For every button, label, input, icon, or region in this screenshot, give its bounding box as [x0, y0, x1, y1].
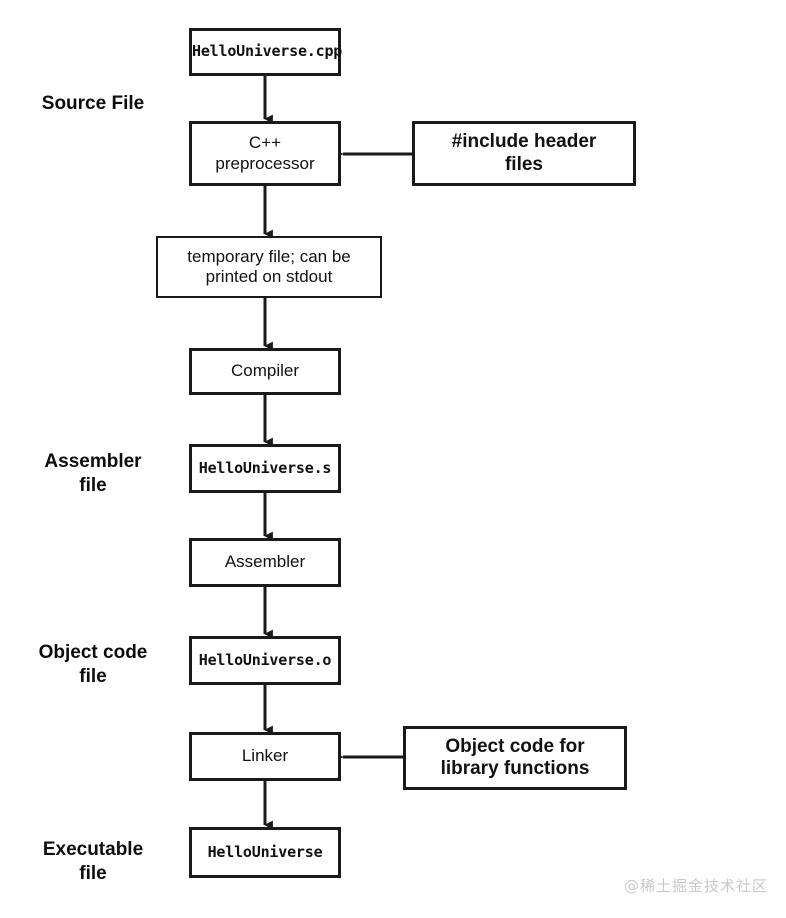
node-object-code-library[interactable]: Object code for library functions [403, 726, 627, 790]
node-label: HelloUniverse.o [198, 650, 332, 669]
node-label: temporary file; can be printed on stdout [187, 246, 351, 286]
node-hellouniverse-cpp[interactable]: HelloUniverse.cpp [189, 28, 343, 76]
node-compiler[interactable]: Compiler [189, 348, 341, 395]
stage-label-executable-file: Executable file [42, 839, 144, 884]
node-label: #include header files [451, 131, 597, 175]
node-cpp-preprocessor[interactable]: C++ preprocessor [189, 121, 341, 186]
stage-label-object-code-file: Object code file [38, 642, 148, 687]
node-label: HelloUniverse [207, 842, 323, 861]
node-hellouniverse-o[interactable]: HelloUniverse.o [189, 636, 341, 685]
node-linker[interactable]: Linker [189, 732, 341, 781]
node-label: Object code for library functions [440, 735, 590, 779]
node-label: Assembler [224, 552, 306, 572]
node-label: HelloUniverse.cpp [192, 42, 343, 61]
node-hellouniverse-s[interactable]: HelloUniverse.s [189, 444, 341, 493]
stage-label-source-file: Source File [41, 93, 145, 114]
node-label: HelloUniverse.s [198, 458, 332, 477]
node-assembler[interactable]: Assembler [189, 538, 341, 587]
node-label: C++ preprocessor [215, 133, 315, 173]
node-label: Compiler [230, 361, 300, 381]
stage-label-assembler-file: Assembler file [44, 451, 142, 496]
node-label: Linker [241, 746, 289, 766]
node-temporary-file[interactable]: temporary file; can be printed on stdout [156, 236, 382, 298]
node-include-header-files[interactable]: #include header files [412, 121, 636, 186]
watermark: @稀土掘金技术社区 [623, 877, 768, 895]
node-hellouniverse-executable[interactable]: HelloUniverse [189, 827, 341, 878]
